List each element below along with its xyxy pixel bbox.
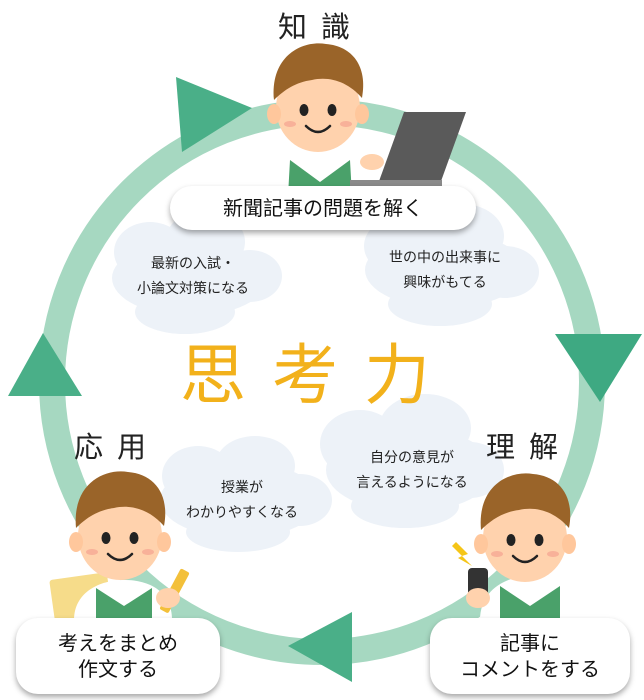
laptop-icon [378,112,466,184]
center-title: 思考力 [180,337,456,414]
arrow-head-right [555,334,642,402]
benefit-class: 授業が わかりやすくなる [172,476,312,525]
benefit-class-line-2: わかりやすくなる [186,504,298,521]
benefit-interest: 世の中の出来事に 興味がもてる [380,246,510,295]
label-knowledge: 知識 [278,10,365,44]
lightning-icon [452,542,472,566]
caption-application-line-1: 考えをまとめ [58,631,178,655]
kid-application-illustration [49,470,190,626]
benefit-exam-line-1: 最新の入試・ [151,256,235,272]
caption-knowledge-text: 新聞記事の問題を解く [223,196,423,220]
caption-knowledge: 新聞記事の問題を解く [170,186,476,230]
arrow-head-left [8,333,82,396]
benefit-opinion-line-2: 言えるようになる [356,474,468,491]
label-application: 応用 [74,430,161,464]
label-understanding: 理解 [486,430,573,464]
caption-application-line-2: 作文する [78,657,158,681]
kid-understanding-illustration [452,472,580,620]
benefit-interest-line-1: 世の中の出来事に [389,250,501,266]
benefit-interest-line-2: 興味がもてる [403,274,487,291]
cloud-class [160,436,332,552]
kid-knowledge-illustration [265,42,466,196]
benefit-opinion: 自分の意見が 言えるようになる [342,446,482,495]
arrow-head-bottom [288,612,352,682]
caption-application: 考えをまとめ 作文する [16,618,220,694]
benefit-exam-line-2: 小論文対策になる [137,280,249,297]
arrow-head-top [176,77,252,152]
cloud-exam [112,210,282,334]
caption-understanding-line-2: コメントをする [460,657,600,681]
benefit-opinion-line-1: 自分の意見が [370,450,454,466]
benefit-exam: 最新の入試・ 小論文対策になる [128,252,258,301]
benefit-class-line-1: 授業が [221,480,263,496]
cloud-opinion [320,394,504,528]
caption-understanding-line-1: 記事に [500,631,560,655]
caption-understanding: 記事に コメントをする [430,618,630,694]
